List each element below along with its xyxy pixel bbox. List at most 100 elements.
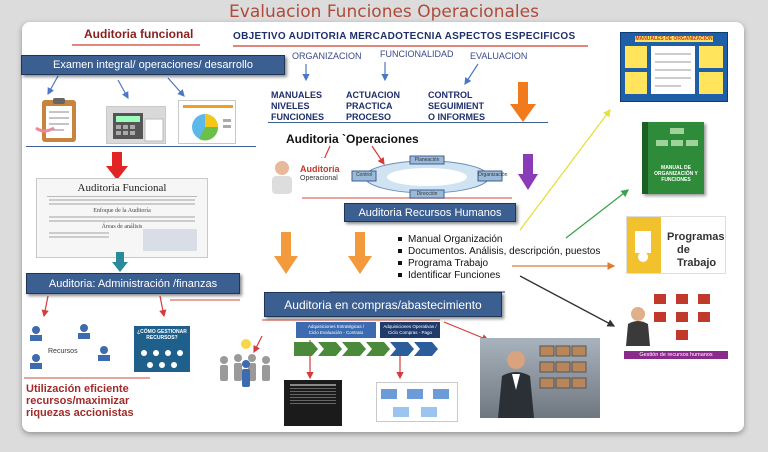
keyword: O INFORMES [428,112,486,122]
calculator-image [106,106,166,144]
keyword: SEGUIMIENT [428,101,485,111]
gestionar-recursos-title: ¿CÓMO GESTIONAR RECURSOS? [137,329,187,341]
arrow-evaluacion [464,63,479,86]
funcional-doc-photo [143,229,197,251]
rule-objective [233,45,588,47]
process-chevrons [294,342,438,356]
orange-arrow-left-icon [274,232,298,274]
bullet-item: Identificar Funciones [398,270,600,282]
programas-line: Programas [667,231,725,243]
box-compras-abastecimiento: Auditoria en compras/abastecimiento [264,292,502,317]
manuales-title: MANUALES DE ORGANIZACION [635,36,713,42]
keyword: MANUALES [271,90,322,100]
libro-line: MANUAL DE [661,165,691,171]
red-arrow-down-icon [106,152,128,180]
arrow-operaciones-2 [371,145,385,165]
teal-arrow-down-icon [112,252,128,272]
keyword-group-organizacion: MANUALES NIVELES FUNCIONES [271,90,324,123]
purple-arrow-down-icon [518,154,538,190]
arrow-to-gestion [519,275,616,327]
arrow-examen-2 [117,79,129,100]
cycle-organizacion: Organización [478,172,508,178]
page-title: Evaluacion Funciones Operacionales [229,2,539,22]
manuales-organizacion-image: MANUALES DE ORGANIZACION [620,32,728,102]
libro-line: FUNCIONES [661,177,691,183]
arrow-admin-2 [159,295,167,318]
programas-title: Programas de Trabajo [667,231,725,270]
keyword: CONTROL [428,90,473,100]
gestion-title: Gestión de recursos humanos [624,351,728,359]
funcional-document-image: Auditoria Funcional Enfoque de la Audito… [36,178,208,258]
manual-libro-image: MANUAL DE ORGANIZACIÓN Y FUNCIONES [642,122,704,194]
adq2-line: Adquisiciones Operativas / [383,324,437,329]
programas-line: de Trabajo [677,244,717,269]
libro-line: ORGANIZACIÓN Y [654,171,698,177]
cycle-direccion: Dirección [416,191,438,197]
recursos-label: Recursos [48,348,78,355]
box-recursos-humanos: Auditoria Recursos Humanos [344,203,516,222]
gestion-rrhh-image: Gestión de recursos humanos [624,290,728,359]
adquisiciones-operativas: Adquisiciones Operativas / Ciclo Compras… [380,322,440,338]
arrow-to-manuales [519,108,611,231]
arrow-to-libro [565,189,630,239]
bullet-text: Documentos. Análisis, descripción, puest… [408,246,601,257]
operacional-logo-line: Operacional [300,175,338,182]
funcional-doc-subtitle-2: Áreas de análisis [101,224,143,230]
funcional-doc-title: Auditoria Funcional [77,182,167,194]
keyword: FUNCIONES [271,112,325,122]
team-lightbulb-icon [220,339,270,387]
arrow-examen-3 [167,77,185,97]
bullet-item: Documentos. Análisis, descripción, puest… [398,246,600,258]
operacional-logo-line: Auditoría [300,164,340,174]
adq2-line: Ciclo Compras - Pago [387,330,432,335]
bullet-item: Programa Trabajo [398,258,600,270]
warehouse-photo-image [480,338,600,418]
keyword: ACTUACION [346,90,400,100]
bullet-text: Programa Trabajo [408,258,489,269]
conclusion-line: Utilización eficiente [26,383,129,395]
keyword-group-funcionalidad: ACTUACION PRACTICA PROCESO [346,90,400,123]
section-functional-title: Auditoria funcional [84,27,194,41]
programas-trabajo-image: Programas de Trabajo [626,216,726,274]
operacional-logo-text: Auditoría Operacional [300,164,340,184]
funcional-doc-subtitle: Enfoque de la Auditoría [93,208,151,214]
keyword-group-evaluacion: CONTROL SEGUIMIENT O INFORMES [428,90,485,123]
keyword: PRACTICA [346,101,393,111]
arrow-admin-1 [41,295,49,318]
rule-examen [26,146,256,147]
adq1-line: Adquisiciones Estratégicas / [307,324,365,329]
compras-flow-image [376,382,458,422]
bullet-item: Manual Organización [398,234,600,246]
orange-arrow-down-icon [510,82,536,122]
conclusion-line: riquezas accionistas [26,407,134,419]
rrhh-bullet-list: Manual Organización Documentos. Análisis… [398,234,600,282]
libro-title: MANUAL DE ORGANIZACIÓN Y FUNCIONES [648,165,704,183]
management-cycle-diagram [351,155,503,199]
arrow-compras-4 [253,335,263,354]
gestionar-recursos-image: ¿CÓMO GESTIONAR RECURSOS? [134,326,190,372]
keyword: NIVELES [271,101,310,111]
conclusion-line: recursos/maximizar [26,395,130,407]
conclusion-text: Utilización eficiente recursos/maximizar… [26,383,134,419]
arrow-compras-3 [443,321,490,342]
keyword: PROCESO [346,112,392,122]
rule-functional [72,44,200,46]
orange-arrow-right-icon [348,232,372,274]
category-funcionalidad: FUNCIONALIDAD [380,49,454,59]
box-examen-integral: Examen integral/ operaciones/ desarrollo [21,55,285,75]
box-administracion-finanzas: Auditoria: Administración /finanzas [26,273,240,294]
category-evaluacion: EVALUACION [470,51,528,61]
clipboard-icon [35,98,76,142]
pie-chart-image [178,100,236,144]
cycle-planeacion: Planeación [414,157,440,163]
operaciones-title: Auditoria `Operaciones [286,132,419,146]
arrow-examen-1 [47,75,59,96]
adquisiciones-estrategicas: Adquisiciones Estratégicas / Ciclo Evalu… [296,322,376,338]
recursos-icons-image: Recursos [26,320,122,370]
cycle-control: Control [355,172,373,178]
category-organizacion: ORGANIZACION [292,51,362,61]
rule-keywords [268,122,548,123]
bullet-text: Identificar Funciones [408,270,501,281]
adq1-line: Ciclo Evaluación - Contrato [308,330,364,335]
